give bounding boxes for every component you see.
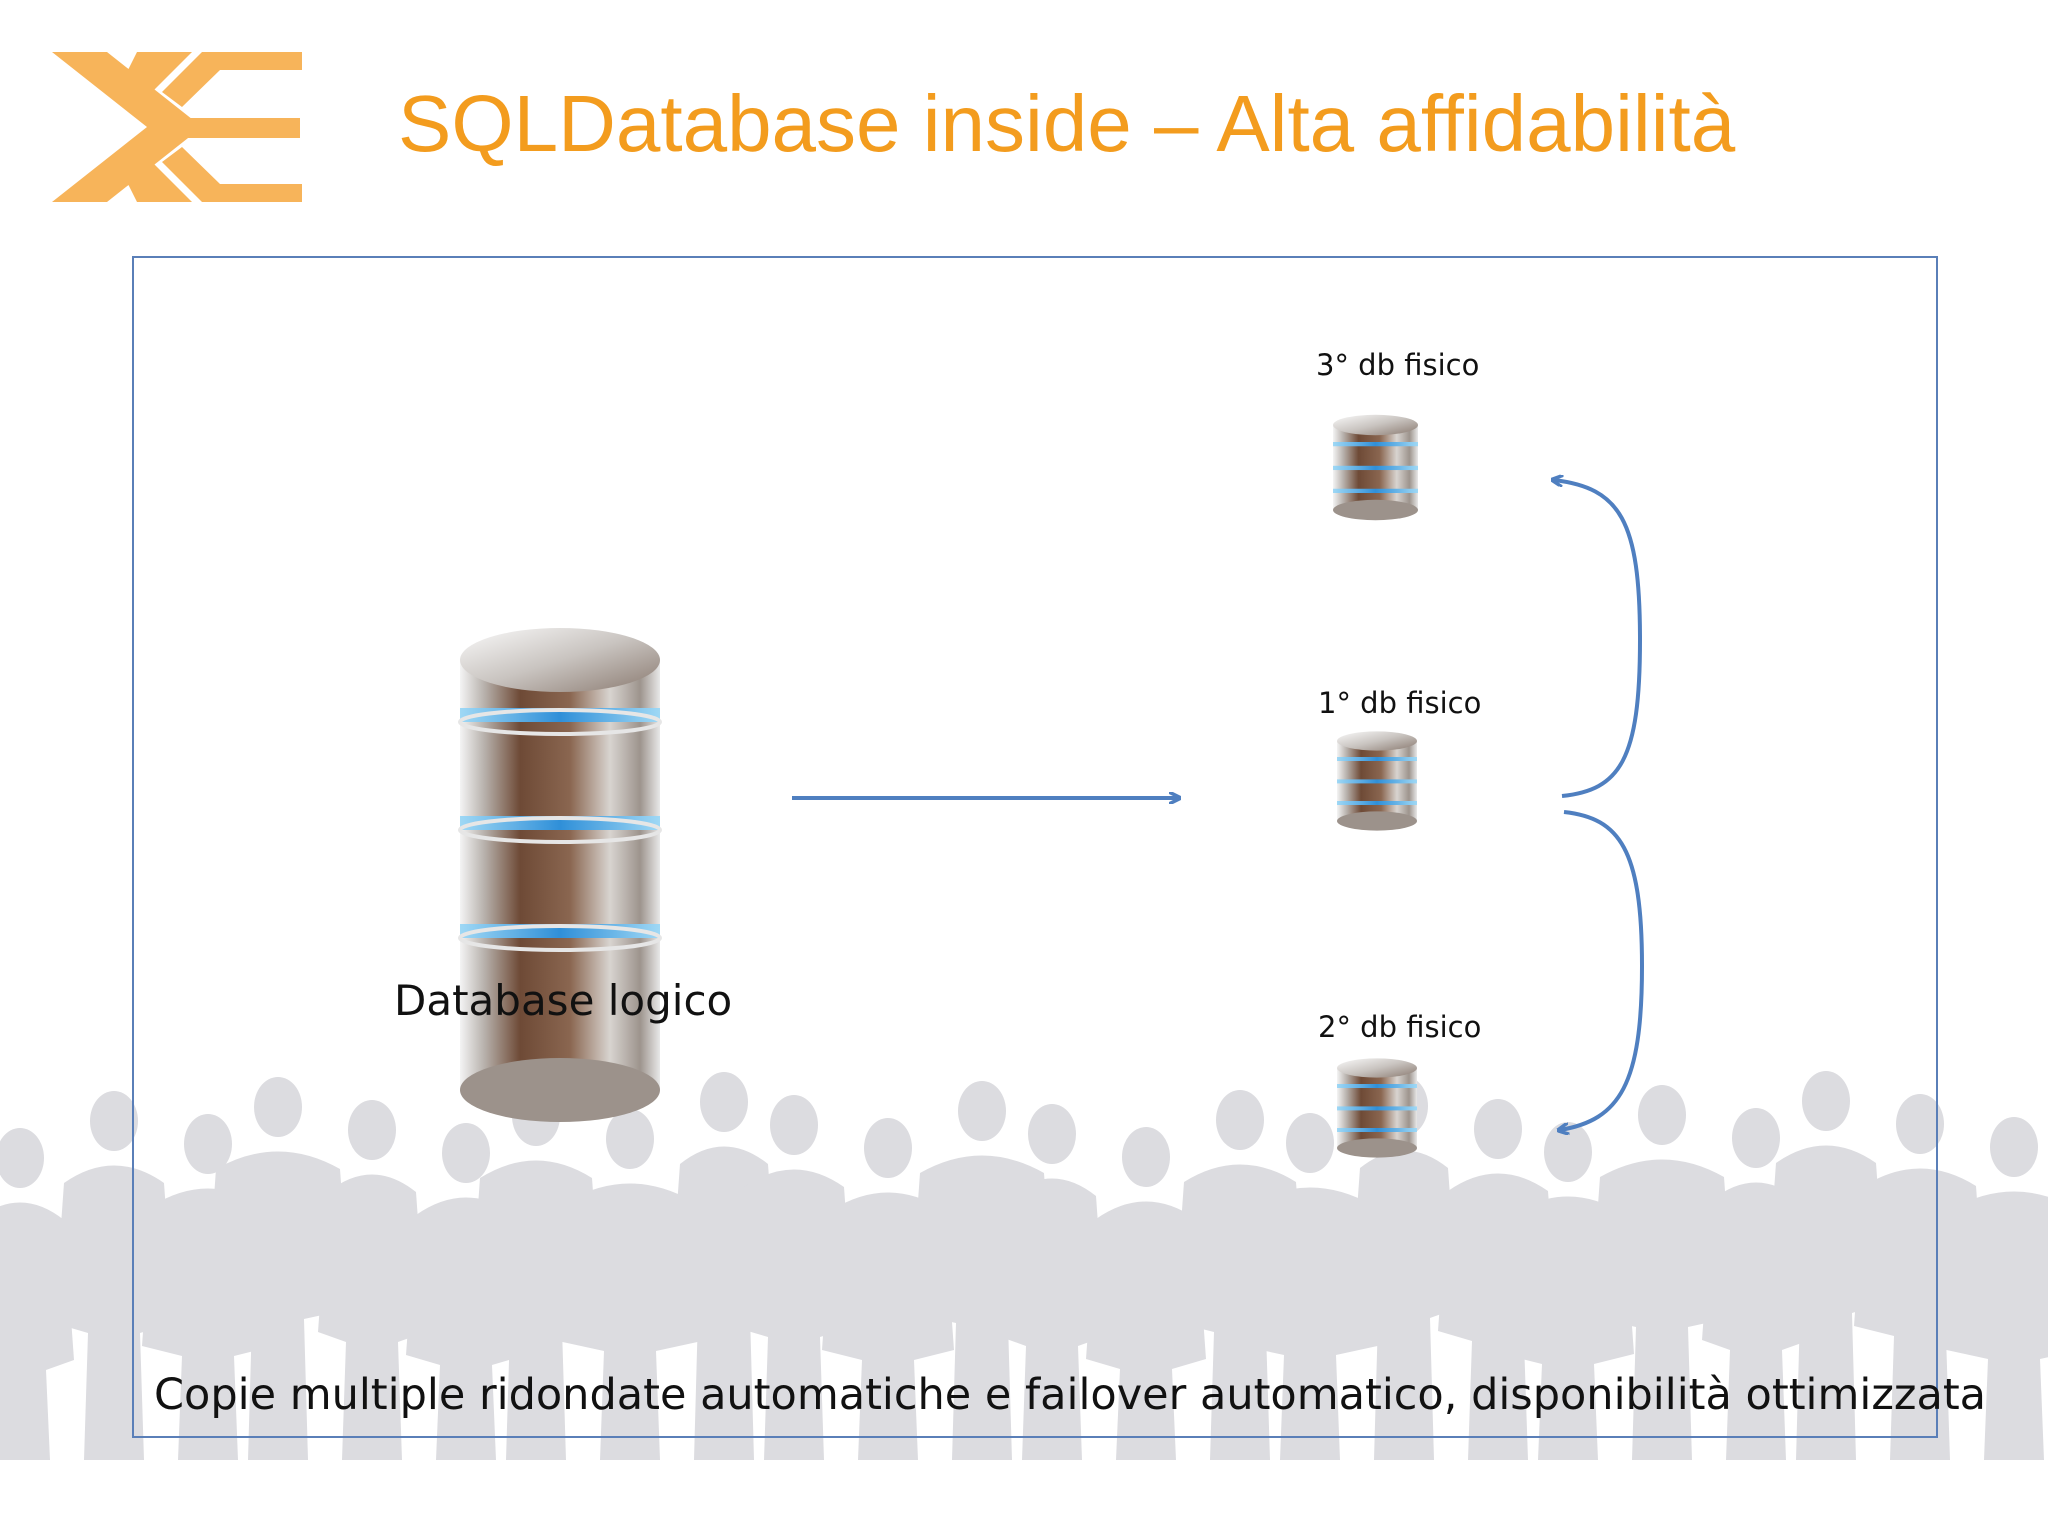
diagram-frame	[132, 256, 1938, 1438]
people-silhouette-icon	[0, 1071, 2048, 1460]
db-label-3: 3° db fisico	[1316, 348, 1480, 382]
database-icon	[1337, 731, 1417, 831]
db-label-1: 1° db fisico	[1318, 686, 1482, 720]
curved-arrow-icon	[1560, 810, 1645, 1130]
db-label-2: 2° db fisico	[1318, 1010, 1482, 1044]
curved-arrow-icon	[1554, 480, 1643, 798]
logical-db-label: Database logico	[394, 976, 733, 1025]
database-icon	[458, 628, 662, 1122]
database-icon	[1337, 1058, 1417, 1158]
database-icon	[1333, 414, 1418, 521]
page-title: SQLDatabase inside – Alta affidabilità	[398, 79, 1736, 168]
xe-logo-icon	[52, 52, 302, 202]
caption: Copie multiple ridondate automatiche e f…	[154, 1370, 1987, 1420]
